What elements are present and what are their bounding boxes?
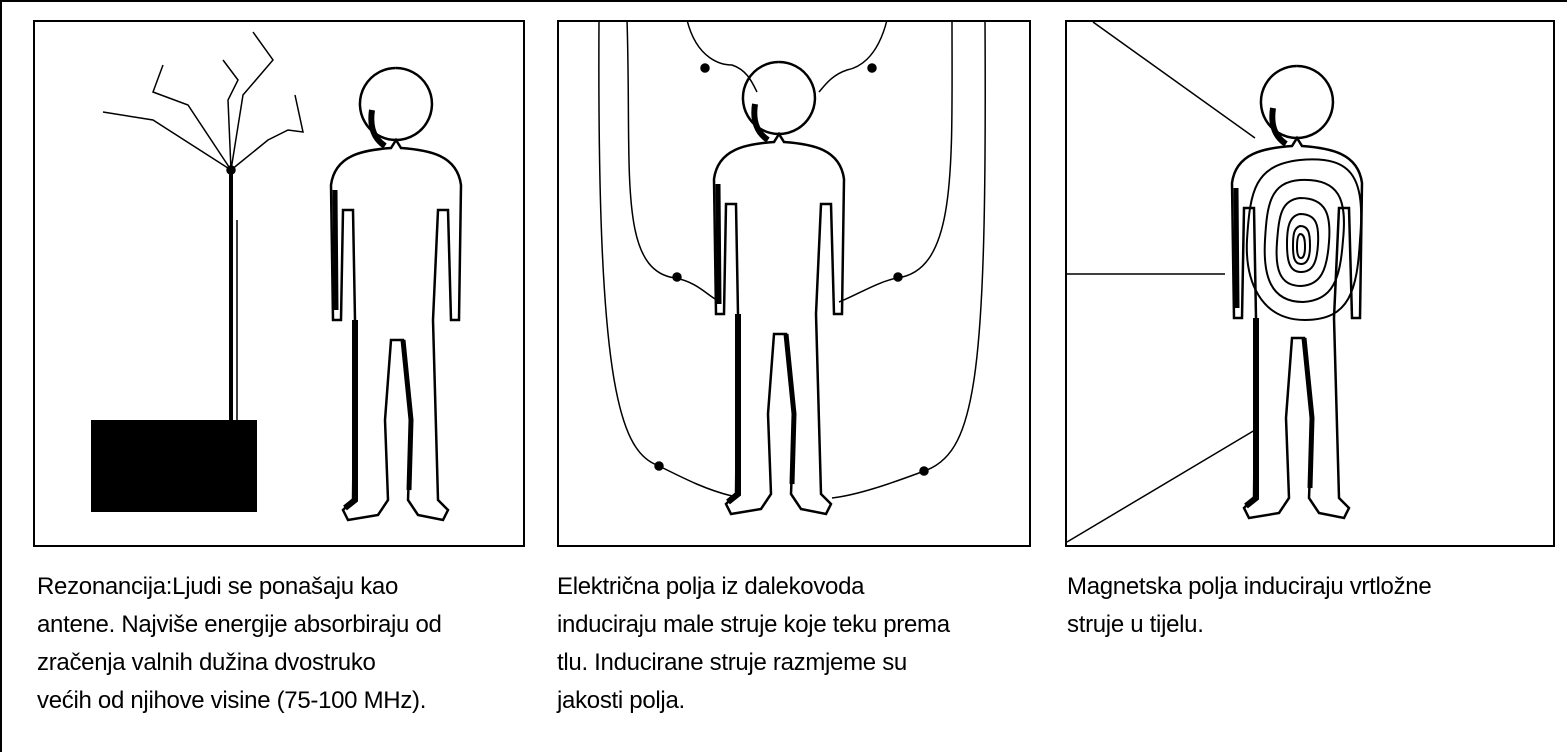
transmitter-box bbox=[91, 420, 257, 512]
panel-electric-field bbox=[557, 20, 1031, 547]
caption-resonance: Rezonancija:Ljudi se ponašaju kao antene… bbox=[37, 568, 442, 720]
panel-magnetic-field bbox=[1065, 20, 1555, 547]
caption-magnetic-field: Magnetska polja induciraju vrtložne stru… bbox=[1067, 568, 1431, 644]
caption-electric-field: Električna polja iz dalekovoda induciraj… bbox=[557, 568, 950, 720]
panel-resonance bbox=[33, 20, 525, 547]
